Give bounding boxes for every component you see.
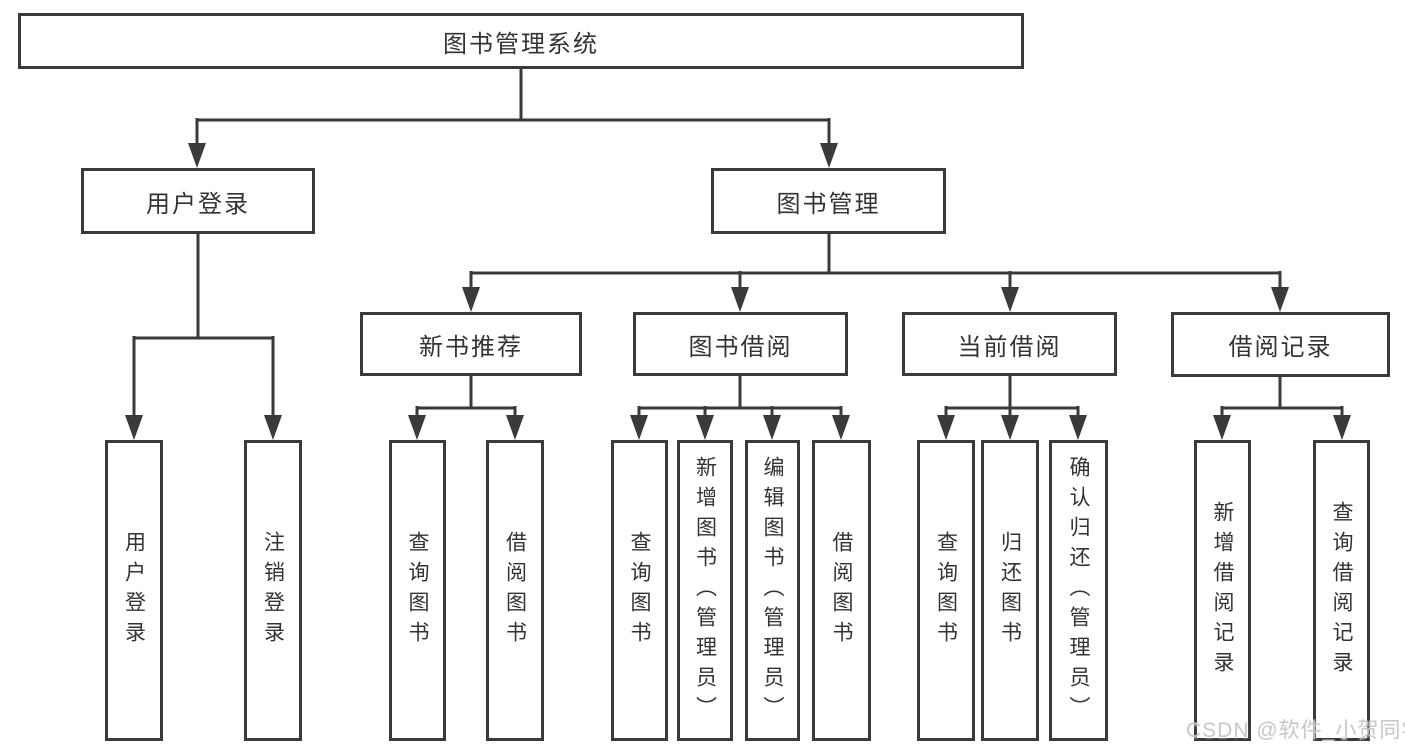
edge-borrowrecords-to-leaves <box>1220 376 1344 418</box>
leaf-query-books-borrow: 查询图书 <box>611 440 668 741</box>
leaf-label: 注销登录 <box>261 530 285 651</box>
leaf-label: 用户登录 <box>122 530 146 651</box>
node-current-borrowing: 当前借阅 <box>902 312 1117 376</box>
edge-newbookrec-to-leaves <box>415 375 517 418</box>
connector-paths <box>132 69 1344 418</box>
node-root-label: 图书管理系统 <box>443 30 599 58</box>
leaf-query-books-current: 查询图书 <box>917 440 975 741</box>
leaf-query-books-recommend: 查询图书 <box>389 440 446 741</box>
node-book-management: 图书管理 <box>711 168 946 234</box>
leaf-label: 编辑图书（管理员） <box>761 455 784 726</box>
edge-root-to-level2 <box>195 69 831 146</box>
edge-bookborrow-to-leaves <box>637 375 843 418</box>
leaf-edit-books-admin: 编辑图书（管理员） <box>745 440 800 741</box>
node-new-book-recommend: 新书推荐 <box>360 312 582 376</box>
arrow-down-icon <box>763 415 781 440</box>
arrow-down-icon <box>188 143 206 168</box>
arrow-down-icon <box>506 415 524 440</box>
csdn-watermark: CSDN @软件_小贺同学 <box>1186 719 1405 742</box>
arrow-down-icon <box>1333 415 1351 440</box>
arrow-down-icon <box>125 415 143 440</box>
leaf-logout: 注销登录 <box>244 440 302 741</box>
arrow-down-icon <box>832 415 850 440</box>
arrow-down-icon <box>731 287 749 312</box>
arrow-down-icon <box>937 415 955 440</box>
leaf-label: 借阅图书 <box>503 530 527 651</box>
arrow-down-icon <box>1069 415 1087 440</box>
leaf-label: 查询借阅记录 <box>1330 500 1353 681</box>
node-label: 当前借阅 <box>957 333 1062 361</box>
node-label: 新书推荐 <box>419 333 523 361</box>
edge-userlogin-to-leaves <box>132 233 275 418</box>
leaf-label: 查询图书 <box>406 530 429 651</box>
arrow-down-icon <box>1271 287 1289 312</box>
leaf-borrow-books: 借阅图书 <box>812 440 871 741</box>
node-root: 图书管理系统 <box>18 13 1024 69</box>
arrow-down-icon <box>1001 415 1019 440</box>
node-label: 图书借阅 <box>688 333 793 361</box>
node-book-borrowing: 图书借阅 <box>633 312 848 376</box>
leaf-label: 查询图书 <box>628 530 651 651</box>
edge-bookmgmt-to-level3 <box>469 233 1282 290</box>
arrow-down-icon <box>630 415 648 440</box>
node-label: 用户登录 <box>146 190 250 218</box>
leaf-label: 查询图书 <box>934 530 958 651</box>
node-borrowing-records: 借阅记录 <box>1171 312 1390 377</box>
leaf-label: 确认归还（管理员） <box>1067 455 1090 726</box>
leaf-confirm-return-admin: 确认归还（管理员） <box>1049 440 1108 741</box>
arrowheads <box>125 143 1351 440</box>
arrow-down-icon <box>1213 415 1231 440</box>
leaf-add-books-admin: 新增图书（管理员） <box>677 440 733 741</box>
arrow-down-icon <box>408 415 426 440</box>
arrow-down-icon <box>696 415 714 440</box>
leaf-borrow-books-recommend: 借阅图书 <box>486 440 544 741</box>
arrow-down-icon <box>820 143 838 168</box>
leaf-query-borrow-record: 查询借阅记录 <box>1313 440 1370 741</box>
leaf-user-login: 用户登录 <box>105 440 163 741</box>
arrow-down-icon <box>462 287 480 312</box>
leaf-label: 新增图书（管理员） <box>693 455 717 726</box>
node-user-login-group: 用户登录 <box>81 168 315 234</box>
leaf-label: 借阅图书 <box>830 530 853 651</box>
leaf-add-borrow-record: 新增借阅记录 <box>1194 440 1251 741</box>
leaf-return-books: 归还图书 <box>981 440 1039 741</box>
leaf-label: 新增借阅记录 <box>1211 500 1234 681</box>
arrow-down-icon <box>1001 287 1019 312</box>
arrow-down-icon <box>264 415 282 440</box>
edge-currentborrow-to-leaves <box>944 375 1080 418</box>
leaf-label: 归还图书 <box>998 530 1022 651</box>
node-label: 借阅记录 <box>1228 334 1333 361</box>
node-label: 图书管理 <box>776 190 881 218</box>
